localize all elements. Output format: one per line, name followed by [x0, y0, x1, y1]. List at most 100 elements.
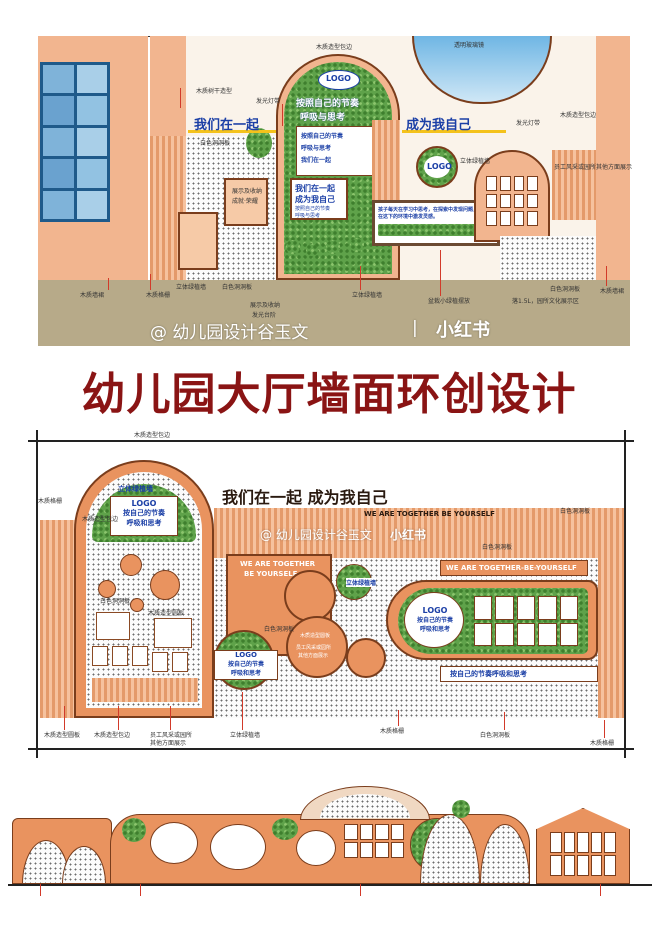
frame-top [28, 440, 634, 442]
label-staff-1: 员工风采或园所 [150, 732, 193, 739]
label-white-hole-c: 白色洞洞板 [264, 626, 295, 633]
drawing2-title: 我们在一起 成为我自己 [222, 488, 388, 507]
leader-line [398, 710, 399, 726]
label-display-area: 展示及收纳 [232, 188, 263, 195]
leader-line [504, 712, 505, 730]
label-glow-strip: 发光灯带 [256, 98, 281, 105]
board-title-1: 我们在一起 [295, 184, 335, 193]
label-green-bottom: 立体绿植墙 [230, 732, 261, 739]
english-left-2: BE YOURSELF [244, 570, 298, 578]
label-wood-trunk: 木质树干造型 [196, 88, 233, 95]
right-dot-wall [500, 236, 596, 280]
bottom-banner [440, 666, 598, 682]
leader-line [40, 884, 41, 896]
label-white-hole-left: 白色洞洞板 [100, 598, 131, 605]
center-note-1: 木质造型圆板 [300, 633, 331, 639]
board-small-2: 呼吸与思考 [295, 213, 321, 219]
english-left-1: WE ARE TOGETHER [240, 560, 316, 568]
label-vertical-green-2: 立体绿植墙 [176, 284, 207, 291]
label-arch-wood: 木质造型包边 [82, 516, 119, 523]
green-strip-2 [272, 818, 298, 840]
label-achievement: 成就·荣耀 [232, 198, 258, 205]
arch-frame-box [154, 618, 192, 648]
watermark-brand: 小红书 [436, 320, 490, 341]
label-staff-2: 其他方面展示 [150, 740, 187, 747]
arch-circle [150, 570, 180, 600]
title-underline-right [402, 130, 506, 133]
circle-logo: LOGO [427, 162, 452, 171]
leader-line [64, 706, 65, 730]
arch-frame-box [96, 612, 130, 640]
planter-strip [378, 224, 494, 236]
big-circle [284, 570, 336, 622]
logo-c-text: LOGO 按自己的节奏 呼吸和思考 [408, 606, 462, 633]
frame-left [36, 430, 38, 758]
label-top-wood-edge: 木质造型包边 [316, 44, 353, 51]
leader-line [600, 884, 601, 896]
arch-bottom-slats [92, 678, 198, 702]
frame-right [624, 430, 626, 758]
center-note-3: 其他方面展示 [298, 653, 329, 659]
logo-c-line2: 呼吸和思考 [419, 626, 450, 633]
arch-slogan-2: 呼吸与思考 [300, 113, 346, 123]
logo-b: LOGO [235, 651, 257, 659]
logo-a-line1: 按自己的节奏 [123, 509, 165, 517]
arch-small-3: 我们在一起 [301, 157, 332, 164]
house-display-1 [224, 178, 268, 226]
leader-line [282, 104, 283, 126]
label-left-grid: 木质格栅 [38, 498, 63, 505]
title-left: 我们在一起 [194, 118, 260, 133]
label-vertical-green: 立体绿植墙 [460, 158, 491, 165]
label-bottom-edge: 木质造型包边 [94, 732, 131, 739]
board-small-1: 按照自己的节奏 [295, 206, 331, 212]
watermark-2-brand: 小红书 [390, 528, 427, 542]
arch-slogan-1: 按照自己的节奏 [296, 99, 360, 109]
arch-circle [98, 580, 116, 598]
watermark-account: @ 幼儿园设计谷玉文 [150, 323, 309, 343]
label-white-hole-mid: 白色洞洞板 [482, 544, 513, 551]
left-slats [40, 520, 80, 718]
leader-line [360, 266, 361, 290]
tree-1 [286, 240, 300, 254]
plant-top [452, 800, 470, 818]
tree-3 [326, 240, 340, 254]
center-circle [286, 616, 348, 678]
label-small-green: 盆栽小绿植摆放 [428, 298, 471, 305]
label-floor-note: 落1.5L，园所文化展示区 [512, 298, 579, 305]
right-house-grid [550, 832, 616, 876]
label-bottom-left: 木质造型圆板 [44, 732, 81, 739]
frame-bottom [28, 748, 634, 750]
arch-inner-board: 我们在一起 成为我自己 按照自己的节奏 呼吸与思考 [290, 178, 348, 220]
logo-c: LOGO [422, 606, 448, 615]
drawing-2: 立体绿植墙 LOGO 按自己的节奏 呼吸和思考 我们在一起 成为我自己 WE A… [0, 430, 658, 770]
label-transparent-glass: 透明玻璃镜 [454, 42, 485, 49]
label-wood-grid-right: 木质格栅 [590, 740, 615, 747]
arch-green-label: 立体绿植墙 [118, 485, 153, 493]
roof-band [214, 508, 624, 558]
label-top-edge: 木质造型包边 [134, 432, 171, 439]
small-green-block [246, 128, 272, 158]
label-wood-edge-right: 木质造型包边 [560, 112, 597, 119]
arch-logo-oval [318, 70, 360, 90]
leader-line [170, 706, 171, 730]
right-slat-column [598, 530, 624, 718]
logo-c-circle [404, 592, 464, 648]
logo-a-line2: 呼吸和思考 [126, 519, 162, 527]
label-white-bottom: 白色洞洞板 [480, 732, 511, 739]
logo-a: LOGO [131, 499, 157, 508]
leader-line [242, 692, 243, 730]
right-arch-grid [486, 176, 538, 226]
right-wall [596, 36, 630, 280]
right-english-bar [440, 560, 588, 576]
strip-baseline [8, 884, 652, 886]
leader-line [440, 250, 441, 296]
drawing-3 [0, 774, 658, 924]
logo-b-box: LOGO 按自己的节奏 呼吸和思考 [214, 650, 278, 680]
label-stairs: 发光台阶 [252, 312, 277, 319]
logo-b-line1: 按自己的节奏 [227, 661, 264, 668]
tree-4 [350, 238, 364, 252]
logo-c-line1: 按自己的节奏 [416, 617, 453, 624]
label-glow-strip-2: 发光灯带 [516, 120, 541, 127]
center-note-2: 员工风采或园所 [296, 645, 332, 651]
white-circle [150, 822, 198, 864]
